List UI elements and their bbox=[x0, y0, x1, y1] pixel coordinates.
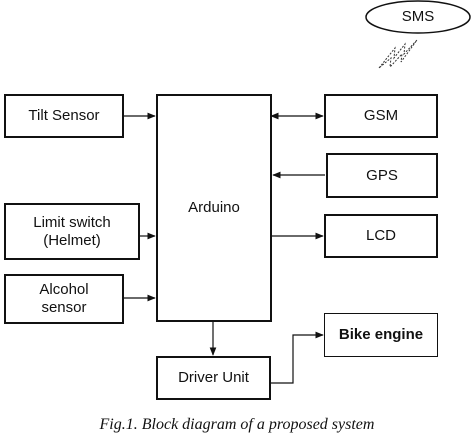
wireless-signal-icon bbox=[378, 39, 418, 69]
alcohol-sensor-label: Alcohol sensor bbox=[39, 281, 89, 316]
gsm-label: GSM bbox=[363, 107, 399, 124]
lcd-box: LCD bbox=[324, 214, 438, 258]
arduino-label: Arduino bbox=[188, 199, 240, 216]
sms-label: SMS bbox=[401, 8, 435, 25]
gps-box: GPS bbox=[326, 153, 438, 198]
arduino-box: Arduino bbox=[156, 94, 272, 322]
arrow-driver-to-engine bbox=[271, 331, 324, 384]
tilt-sensor-box: Tilt Sensor bbox=[4, 94, 124, 138]
gsm-box: GSM bbox=[324, 94, 438, 138]
driver-unit-box: Driver Unit bbox=[156, 356, 271, 400]
alcohol-sensor-box: Alcohol sensor bbox=[4, 274, 124, 324]
tilt-sensor-label: Tilt Sensor bbox=[28, 107, 100, 124]
driver-unit-label: Driver Unit bbox=[178, 369, 249, 386]
bike-engine-box: Bike engine bbox=[324, 313, 438, 357]
lcd-label: LCD bbox=[365, 227, 396, 244]
limit-switch-label: Limit switch (Helmet) bbox=[33, 213, 111, 249]
bike-engine-label: Bike engine bbox=[338, 326, 424, 343]
limit-switch-box: Limit switch (Helmet) bbox=[4, 203, 140, 260]
gps-label: GPS bbox=[366, 166, 398, 184]
figure-caption: Fig.1. Block diagram of a proposed syste… bbox=[99, 416, 375, 433]
sms-ellipse bbox=[365, 0, 471, 34]
